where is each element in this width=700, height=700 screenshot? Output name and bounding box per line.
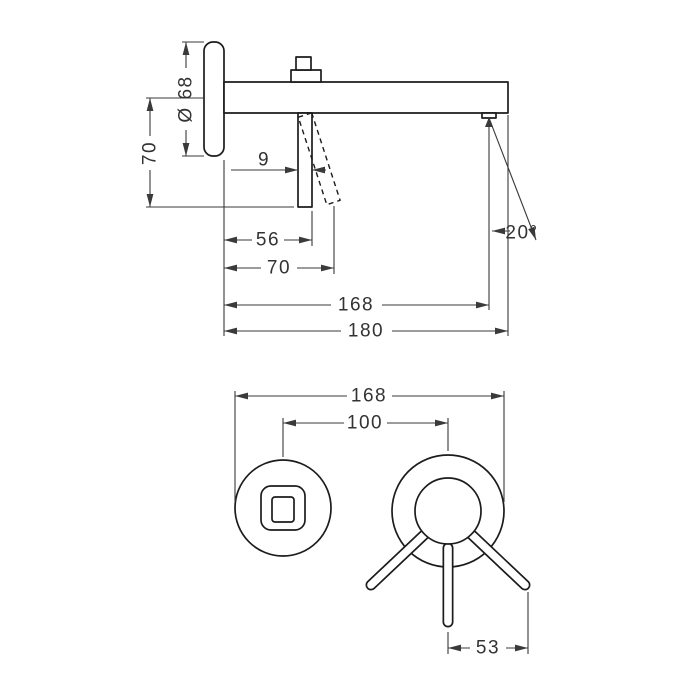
lever-positions	[365, 528, 531, 628]
front-view: 168 100 53	[234, 386, 531, 659]
dim-label-lever-thickness: 9	[258, 150, 270, 171]
dim-label-stream-angle: 20°	[505, 223, 538, 244]
spout-front	[260, 485, 306, 531]
lever-blade-open-position-dashed	[297, 112, 341, 206]
handle-hub	[414, 477, 482, 545]
front-view-extension-lines	[234, 391, 529, 654]
dim-label-180: 180	[348, 321, 384, 342]
cartridge-base	[290, 69, 322, 83]
dim-label-53: 53	[476, 638, 500, 659]
wall-escutcheon-side	[203, 41, 225, 157]
dim-label-100: 100	[347, 413, 383, 434]
dim-label-168-side: 168	[338, 295, 374, 316]
dim-label-56: 56	[256, 230, 280, 251]
lever-blade	[297, 112, 313, 208]
dim-label-lever-drop: 70	[140, 141, 161, 165]
dim-label-168-front: 168	[351, 386, 387, 407]
spout-outlet-front	[271, 496, 295, 523]
side-view: 20° Ø 68 70 9 56 70 168 180	[140, 41, 538, 342]
handle-knob	[295, 56, 312, 71]
spout-body	[223, 81, 509, 114]
water-stream-line	[488, 117, 537, 241]
dim-label-escutcheon-diameter: Ø 68	[176, 75, 197, 122]
side-view-extension-lines	[146, 41, 509, 336]
dim-label-70: 70	[267, 258, 291, 279]
